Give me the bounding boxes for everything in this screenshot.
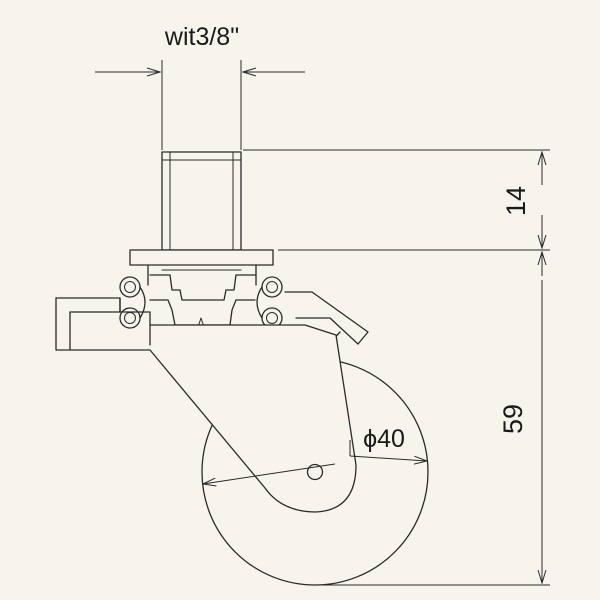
- total-height-label: 59: [498, 404, 528, 434]
- stem-height-label: 14: [501, 186, 531, 216]
- wheel-diameter-label: ϕ40: [363, 425, 405, 453]
- top-plate: [129, 249, 274, 286]
- thread-size-label: wit3/8": [164, 23, 239, 51]
- bearing-balls: [119, 276, 283, 329]
- diameter-dimension: [203, 440, 427, 484]
- threaded-stem: [161, 151, 242, 251]
- thread-dimension: [95, 60, 305, 150]
- fork: [55, 297, 357, 513]
- axle-icon: [306, 463, 324, 481]
- height-dimensions: [243, 149, 550, 586]
